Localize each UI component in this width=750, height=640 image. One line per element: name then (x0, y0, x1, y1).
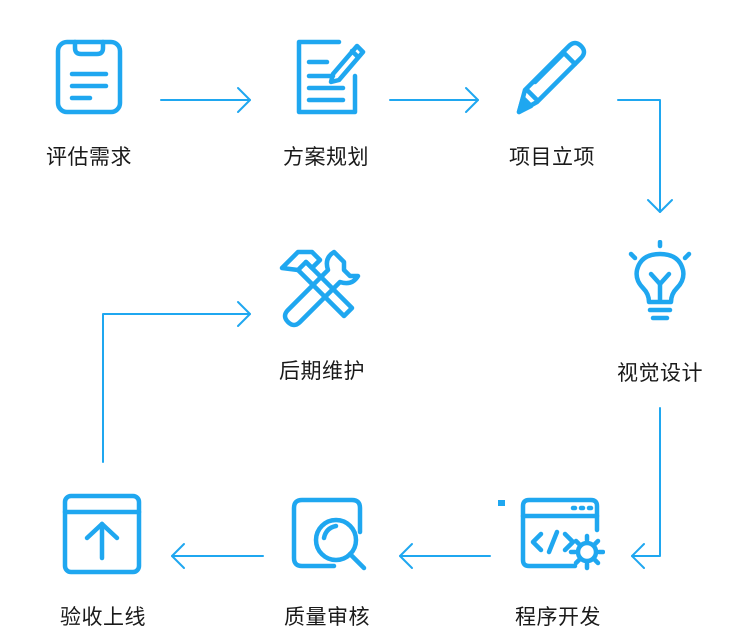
arrow-review-to-launch (171, 543, 264, 569)
arrow-develop-to-review (399, 543, 491, 569)
arrow-evaluate-to-plan (160, 87, 251, 113)
arrow-design-to-develop (631, 407, 661, 569)
step-label-design: 视觉设计 (617, 361, 703, 385)
upload-icon (57, 490, 147, 580)
step-label-plan: 方案规划 (283, 145, 369, 169)
step-label-review: 质量审核 (284, 605, 370, 629)
code-gear-icon (515, 492, 605, 582)
arrow-initiate-to-design (617, 99, 673, 213)
arrow-plan-to-initiate (389, 87, 479, 113)
arrow-launch-to-maintain (102, 301, 251, 463)
pencil-icon (505, 32, 595, 122)
step-label-launch: 验收上线 (60, 605, 146, 629)
tools-icon (272, 244, 362, 334)
step-label-maintain: 后期维护 (279, 359, 365, 383)
clipboard-icon (44, 32, 134, 122)
step-label-develop: 程序开发 (515, 605, 601, 629)
step-label-initiate: 项目立项 (509, 145, 595, 169)
decor-mark (498, 500, 505, 506)
document-edit-icon (281, 32, 371, 122)
step-label-evaluate: 评估需求 (46, 145, 132, 169)
lightbulb-icon (615, 240, 705, 330)
magnifier-icon (286, 492, 376, 582)
